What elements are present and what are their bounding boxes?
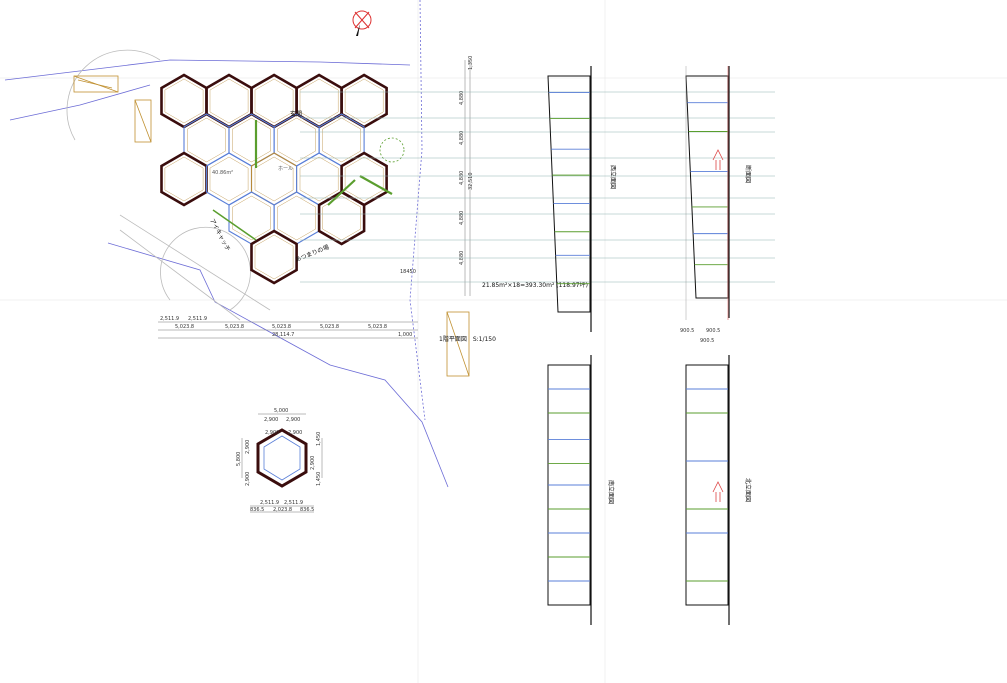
green-wall	[327, 179, 356, 206]
label-area-note: 40.86m²	[212, 170, 233, 176]
hex-room	[295, 73, 343, 129]
label-mark: 18450	[400, 269, 416, 275]
unit-dim-bottom-sub-2: 2,511.9	[284, 500, 303, 506]
floor-plan-hex-cluster	[160, 73, 405, 285]
hex-room	[250, 73, 298, 129]
unit-dim-bottom-1: 836.5	[250, 507, 264, 513]
dim-mid-5: 5,023.8	[368, 324, 387, 330]
dim-top-2: 2,511.9	[188, 316, 207, 322]
unit-dim-right-2: 2,900	[310, 456, 316, 470]
dim-top-1: 2,511.9	[160, 316, 179, 322]
unit-dim-left-total: 5,800	[236, 452, 242, 466]
tree-outline	[379, 137, 405, 163]
dim-total: 28,114.7	[272, 332, 294, 338]
dim-mid-3: 5,023.8	[272, 324, 291, 330]
plan-dimensions: 2,511.9 2,511.9 5,023.8 5,023.8 5,023.8 …	[158, 60, 471, 339]
dim-section-c: 900.5	[700, 338, 714, 344]
dim-mid-2: 5,023.8	[225, 324, 244, 330]
unit-dim-top: 5,000	[274, 408, 288, 414]
hex-room-inner	[254, 234, 294, 280]
hex-room-inner	[209, 78, 249, 124]
hex-room	[317, 190, 366, 246]
hex-room-inner	[344, 78, 384, 124]
dim-v-3: 4,880	[459, 131, 465, 145]
unit-dim-bottom-2: 2,023.8	[273, 507, 292, 513]
hex-room	[205, 73, 253, 129]
hex-room	[160, 73, 208, 129]
dim-mid-4: 5,023.8	[320, 324, 339, 330]
unit-dim-bottom-sub-1: 2,511.9	[260, 500, 279, 506]
elevation-drawings	[547, 66, 730, 625]
unit-dim-top-sub-2: 2,900	[286, 417, 300, 423]
plan-vertical-dims: 1,350 4,880 4,880 4,880 4,880 4,880 32,5…	[459, 56, 474, 265]
dim-v-4: 4,880	[459, 171, 465, 185]
south-elevation	[547, 355, 592, 625]
hex-room-inner	[254, 78, 294, 124]
elevation-outline	[547, 75, 591, 313]
hex-room-inner	[322, 195, 361, 241]
elevation-outline	[685, 364, 729, 606]
hex-room-inner	[164, 78, 204, 124]
plan-labels: 玄関 ホール 40.86m² アイキャッチ あつまりの場 18450 21.85…	[208, 110, 588, 343]
dim-v-5: 4,880	[459, 211, 465, 225]
unit-dim-right-1: 1,450	[316, 432, 322, 446]
label-hall: ホール	[278, 166, 293, 172]
dim-v-total: 32,510	[468, 173, 474, 191]
label-north-elevation: 北立面図	[744, 478, 752, 502]
north-elevation	[685, 355, 730, 625]
elevation-labels: 西立面図 断面図 南立面図 北立面図 900.5 900.5 900.5	[607, 165, 752, 504]
label-south-elevation: 南立面図	[607, 480, 615, 504]
hex-room-inner	[164, 156, 204, 202]
hex-room-inner	[187, 117, 226, 163]
unit-dim-right-3: 1,450	[316, 472, 322, 486]
unit-dim-left-2: 2,900	[245, 472, 251, 486]
label-area-calc: 21.85m²×18=393.30m² (118.97坪)	[482, 281, 588, 289]
hex-room	[160, 151, 208, 207]
hex-room	[250, 229, 298, 285]
projection-lines	[300, 91, 775, 283]
label-sign-1: アイキャッチ	[208, 218, 231, 253]
section-elevation	[685, 66, 730, 318]
hex-room-inner	[277, 117, 316, 163]
label-west-elevation: 西立面図	[609, 165, 617, 189]
parking-car-icon	[73, 75, 470, 377]
hex-room	[340, 73, 388, 129]
hex-room-inner	[277, 195, 316, 241]
label-entrance: 玄関	[290, 110, 302, 118]
hex-room-inner	[254, 156, 294, 202]
dim-v-2: 4,880	[459, 91, 465, 105]
dim-section-a: 900.5	[680, 328, 694, 334]
dim-v-1: 1,350	[468, 56, 474, 70]
west-elevation	[547, 66, 592, 332]
site-boundary	[4, 0, 449, 488]
hex-room-inner	[299, 78, 339, 124]
dim-mid-1: 5,023.8	[175, 324, 194, 330]
arrow-up-icon	[712, 149, 724, 502]
hex-room-inner	[299, 156, 339, 202]
north-arrow-icon	[352, 10, 372, 36]
hex-room-inner	[344, 156, 384, 202]
hex-room-inner	[209, 156, 249, 202]
green-wall	[212, 209, 257, 241]
label-section: 断面図	[744, 165, 752, 183]
hex-room-inner	[232, 195, 271, 241]
dim-section-b: 900.5	[706, 328, 720, 334]
unit-dim-inner-right: 2,900	[288, 430, 302, 436]
hex-room-inner	[322, 117, 361, 163]
unit-hex-detail: 5,000 2,900 2,900 5,800 2,900 2,900 1,45…	[236, 408, 323, 513]
unit-dim-top-sub-1: 2,900	[264, 417, 278, 423]
dim-right-end: 1,000	[398, 332, 412, 338]
unit-dim-left-1: 2,900	[245, 440, 251, 454]
plan-title: 1階平面図 S:1/150	[439, 335, 496, 343]
label-sign-2: あつまりの場	[294, 243, 330, 264]
unit-dim-inner-left: 2,900	[265, 430, 279, 436]
hex-room	[250, 152, 298, 206]
green-wall	[359, 175, 393, 195]
hex-room-inner	[232, 117, 271, 163]
elevation-outline	[547, 364, 591, 606]
hex-room	[205, 152, 253, 206]
unit-dim-bottom-3: 836.5	[300, 507, 314, 513]
